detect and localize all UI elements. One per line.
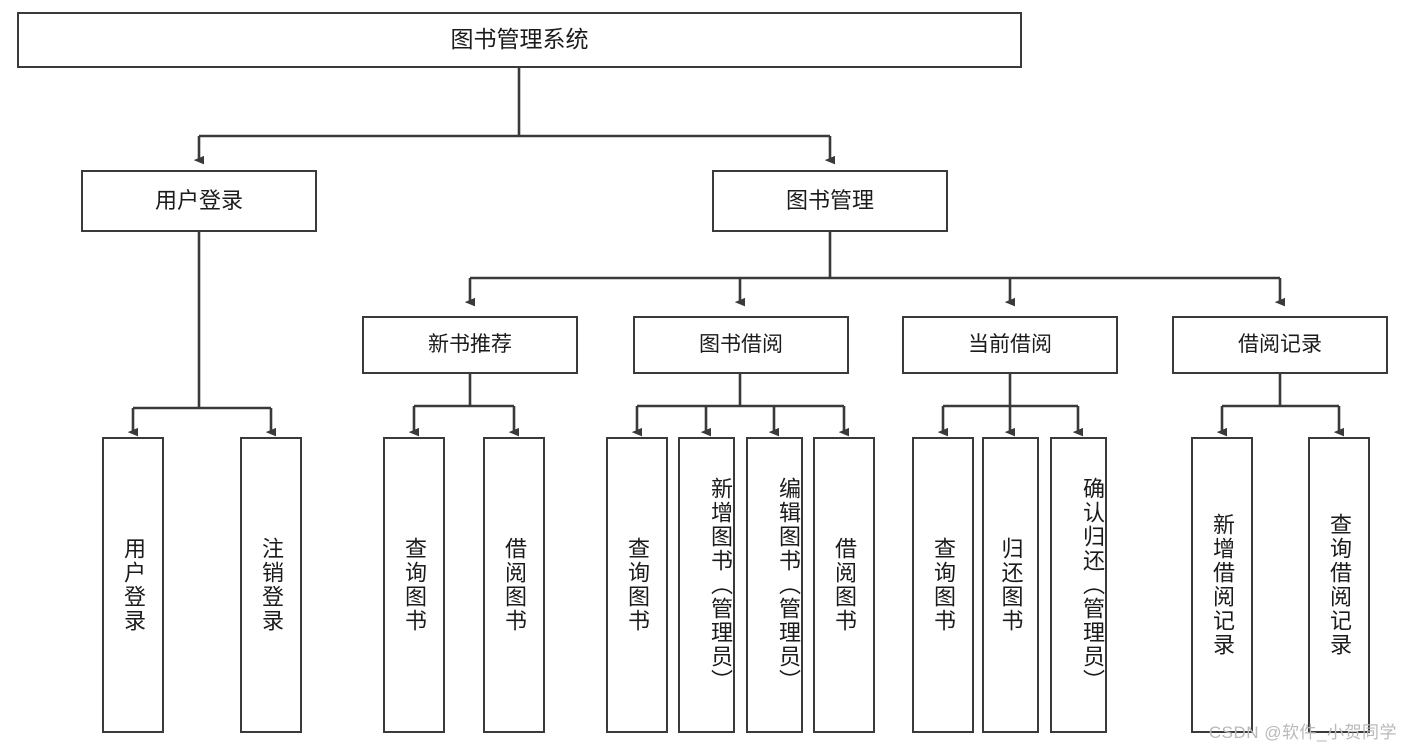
node-label: 归还图书 (998, 537, 1024, 633)
node-new-book-recommend[interactable]: 新书推荐 (362, 316, 578, 374)
leaf-add-borrow-record[interactable]: 新增借阅记录 (1191, 437, 1253, 733)
node-label: 用户登录 (120, 537, 146, 633)
leaf-return-book[interactable]: 归还图书 (982, 437, 1039, 733)
node-user-login[interactable]: 用户登录 (81, 170, 317, 232)
node-book-borrow[interactable]: 图书借阅 (633, 316, 849, 374)
leaf-add-book-admin[interactable]: 新增图书（管理员） (678, 437, 735, 733)
csdn-watermark: CSDN @软件_小贺同学 (1208, 723, 1397, 742)
node-label: 新书推荐 (428, 332, 512, 356)
leaf-borrow-book-recommend[interactable]: 借阅图书 (483, 437, 545, 733)
node-label: 查询图书 (401, 537, 427, 633)
node-label: 确认归还（管理员） (1080, 477, 1105, 693)
node-label: 查询图书 (624, 537, 650, 633)
node-label: 查询借阅记录 (1326, 513, 1352, 657)
leaf-query-book-recommend[interactable]: 查询图书 (383, 437, 445, 733)
node-label: 编辑图书（管理员） (776, 477, 801, 693)
leaf-edit-book-admin[interactable]: 编辑图书（管理员） (746, 437, 803, 733)
leaf-logout[interactable]: 注销登录 (240, 437, 302, 733)
node-label: 新增图书（管理员） (708, 477, 733, 693)
node-borrow-record[interactable]: 借阅记录 (1172, 316, 1388, 374)
node-label: 图书管理 (785, 188, 874, 214)
leaf-query-borrow-record[interactable]: 查询借阅记录 (1308, 437, 1370, 733)
node-label: 借阅记录 (1238, 332, 1322, 356)
node-label: 图书管理系统 (450, 26, 589, 53)
node-label: 借阅图书 (831, 537, 857, 633)
node-label: 注销登录 (258, 537, 284, 633)
leaf-confirm-return-admin[interactable]: 确认归还（管理员） (1050, 437, 1107, 733)
node-label: 新增借阅记录 (1209, 513, 1235, 657)
node-label: 借阅图书 (501, 537, 527, 633)
leaf-query-book-current[interactable]: 查询图书 (912, 437, 974, 733)
node-label: 查询图书 (930, 537, 956, 633)
leaf-borrow-book[interactable]: 借阅图书 (813, 437, 875, 733)
node-book-management[interactable]: 图书管理 (712, 170, 948, 232)
node-current-borrow[interactable]: 当前借阅 (902, 316, 1118, 374)
node-root-library-system[interactable]: 图书管理系统 (17, 12, 1022, 68)
leaf-user-login[interactable]: 用户登录 (102, 437, 164, 733)
leaf-query-book-borrow[interactable]: 查询图书 (606, 437, 668, 733)
node-label: 图书借阅 (699, 332, 783, 356)
node-label: 当前借阅 (968, 332, 1052, 356)
node-label: 用户登录 (154, 188, 243, 214)
